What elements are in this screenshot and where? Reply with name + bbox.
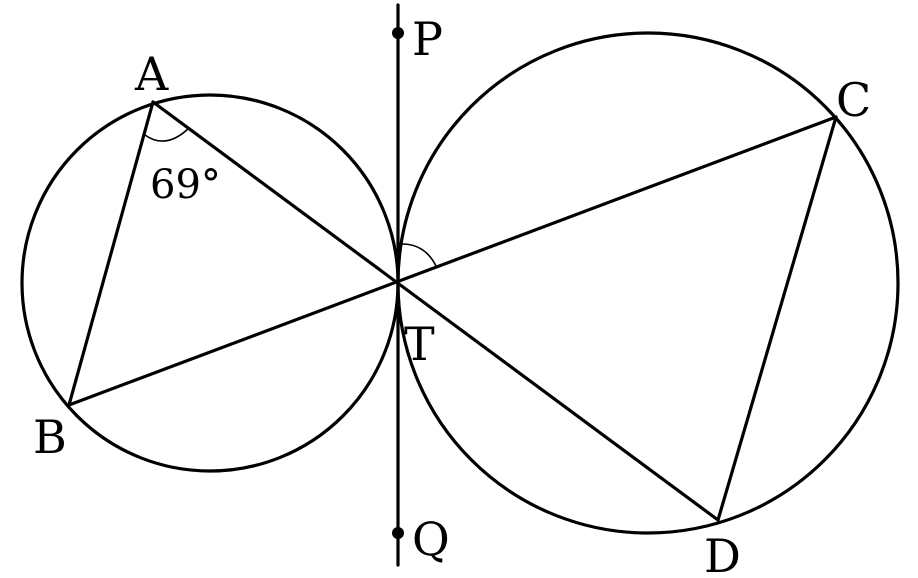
segment-ab (67, 100, 155, 407)
label-p: P (412, 12, 443, 66)
segment-cd (716, 115, 838, 522)
point-q-dot (392, 527, 404, 539)
label-d: D (704, 529, 741, 578)
label-q: Q (412, 512, 450, 566)
angle-label-a: 69° (150, 162, 221, 208)
right-circle (396, 31, 900, 535)
label-b: B (33, 410, 67, 464)
angle-arc-t (401, 243, 437, 267)
label-t: T (404, 317, 435, 371)
label-c: C (836, 73, 871, 127)
label-a: A (134, 47, 169, 101)
left-circle (20, 93, 400, 473)
line-ad (151, 100, 720, 522)
line-bc (67, 115, 838, 407)
angle-arc-a (144, 127, 190, 142)
point-p-dot (392, 27, 404, 39)
